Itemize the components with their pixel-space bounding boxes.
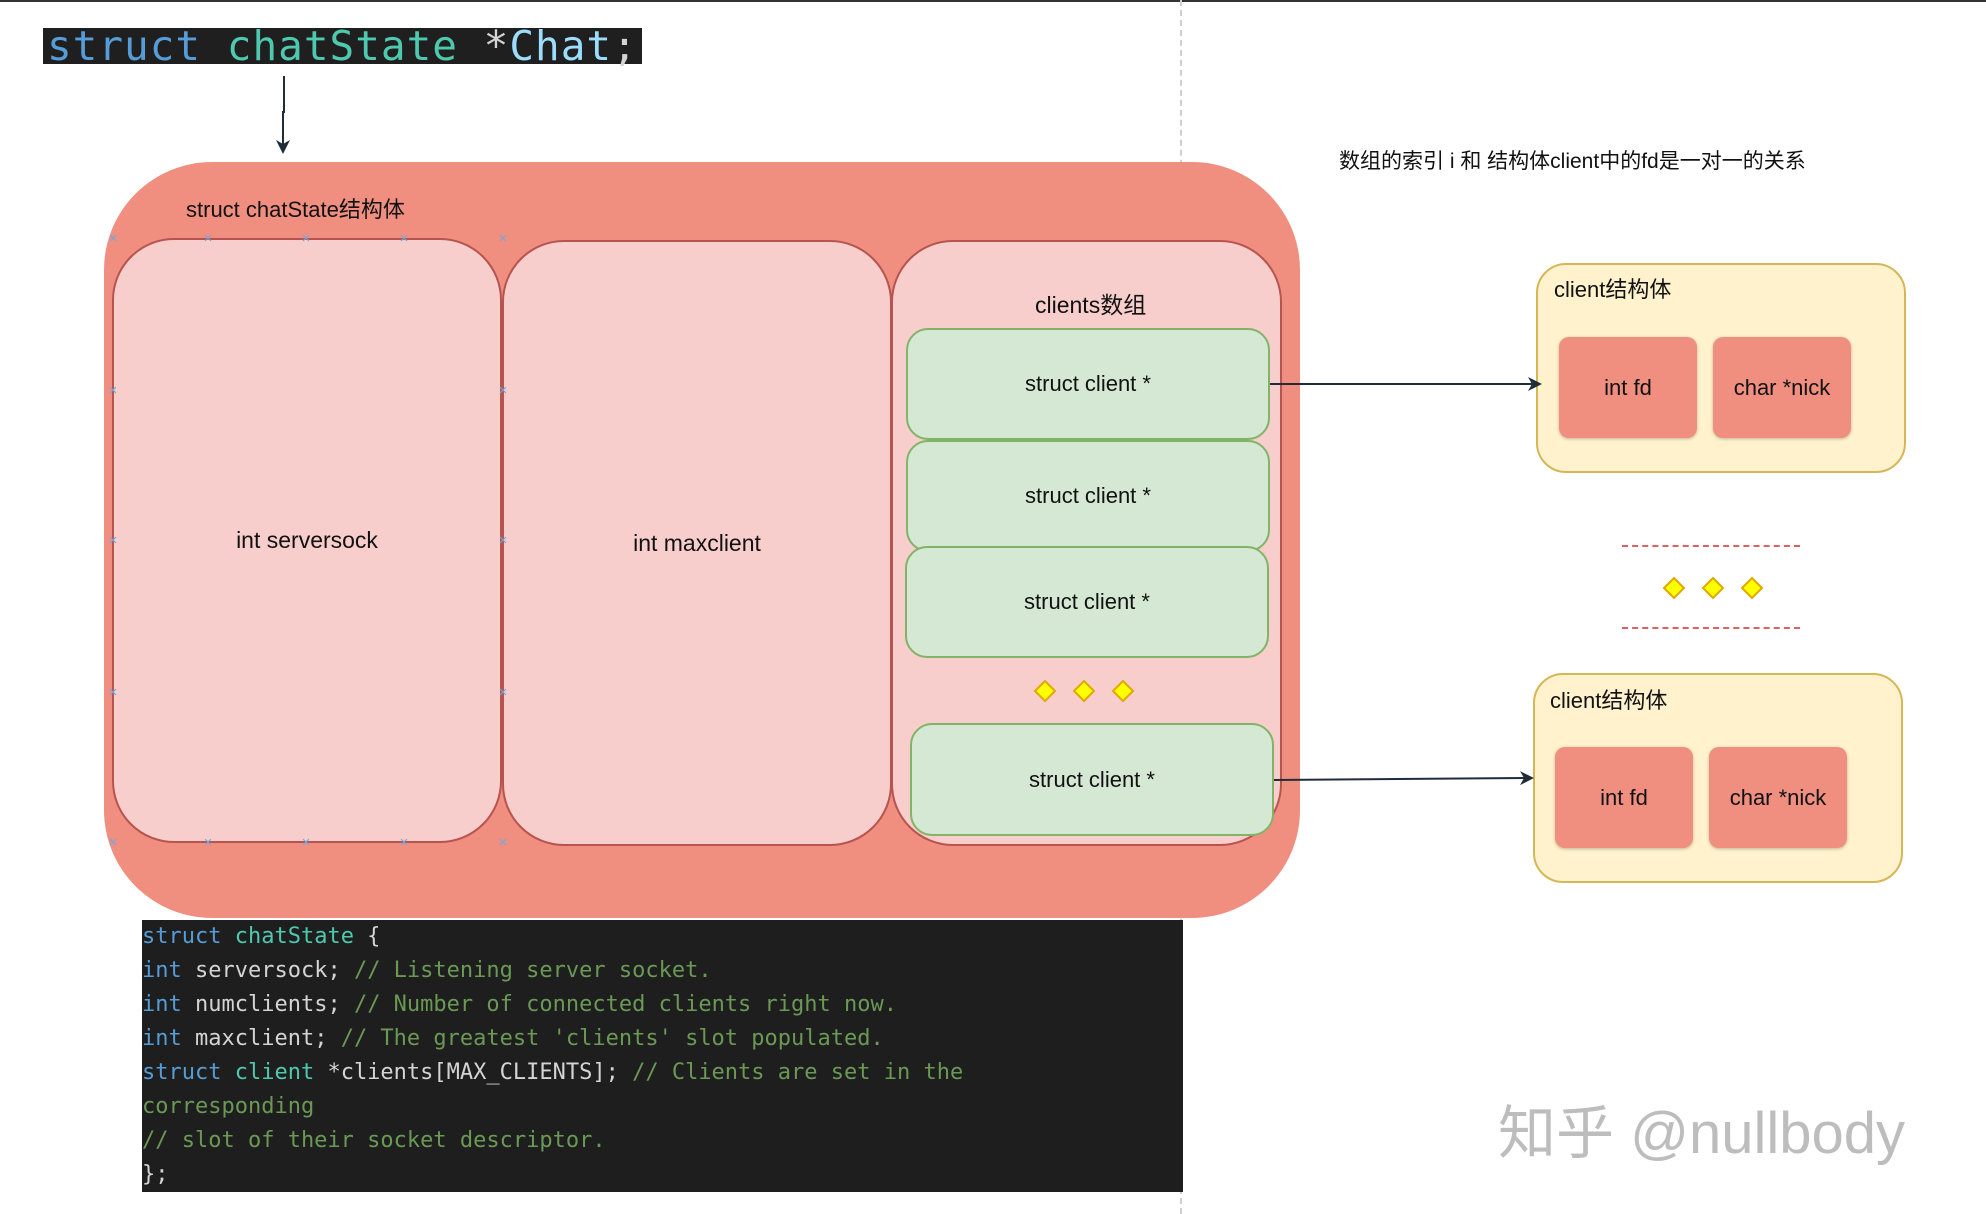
code-semicolon: ; xyxy=(612,22,638,70)
diamond-icon xyxy=(1662,576,1686,600)
client-fd-field: int fd xyxy=(1555,747,1693,848)
client-nick-label: char *nick xyxy=(1733,374,1831,400)
client-pointer-label: struct client * xyxy=(1029,766,1155,792)
client-pointer-label: struct client * xyxy=(1024,589,1150,614)
client-fd-field: int fd xyxy=(1559,337,1697,438)
selection-handle-icon: × xyxy=(498,834,508,851)
diamond-icon xyxy=(1072,679,1096,703)
code-line: corresponding xyxy=(142,1094,315,1119)
maxclient-label: int maxclient xyxy=(633,529,761,556)
chatstate-struct-title: struct chatState结构体 xyxy=(186,197,405,222)
selection-handle-icon: × xyxy=(108,382,118,399)
serversock-label: int serversock xyxy=(236,527,378,553)
client-pointer-slot: struct client * xyxy=(906,440,1270,552)
code-star: * xyxy=(483,22,510,70)
selection-handle-icon: × xyxy=(301,834,311,851)
selection-handle-icon: × xyxy=(498,684,508,701)
code-line: int maxclient; // The greatest 'clients'… xyxy=(142,1026,884,1051)
code-line: int serversock; // Listening server sock… xyxy=(142,958,712,983)
client-pointer-slot: struct client * xyxy=(910,723,1274,836)
chat-pointer-declaration: struct chatState *Chat; xyxy=(43,26,642,67)
selection-handle-icon: × xyxy=(498,382,508,399)
ellipsis-dashed-line xyxy=(1622,627,1800,629)
selection-handle-icon: × xyxy=(301,230,311,247)
client-nick-field: char *nick xyxy=(1709,747,1847,848)
top-border-line xyxy=(0,0,1986,2)
client-nick-label: char *nick xyxy=(1729,784,1827,810)
client-link-arrow xyxy=(1273,771,1534,786)
client-pointer-slot: struct client * xyxy=(905,546,1269,658)
diamond-icon xyxy=(1701,576,1725,600)
selection-handle-icon: × xyxy=(203,834,213,851)
clients-array-label: clients数组 xyxy=(1035,292,1147,318)
client-pointer-label: struct client * xyxy=(1025,483,1151,508)
client-fd-label: int fd xyxy=(1604,374,1652,400)
code-line: int numclients; // Number of connected c… xyxy=(142,992,897,1017)
code-line: }; xyxy=(142,1162,169,1187)
pointer-arrow xyxy=(276,76,290,154)
client-nick-field: char *nick xyxy=(1713,337,1851,438)
selection-handle-icon: × xyxy=(108,230,118,247)
client-fd-label: int fd xyxy=(1600,784,1648,810)
selection-handle-icon: × xyxy=(399,230,409,247)
code-keyword: struct xyxy=(47,22,202,70)
maxclient-field: int maxclient xyxy=(502,240,892,846)
selection-handle-icon: × xyxy=(498,230,508,247)
code-line: struct client *clients[MAX_CLIENTS]; // … xyxy=(142,1060,964,1085)
client-pointer-slot: struct client * xyxy=(906,328,1270,440)
ellipsis-diamond-icons xyxy=(1033,576,1764,703)
chatstate-source-code: struct chatState { int serversock; // Lis… xyxy=(142,920,1183,1192)
index-fd-relation-note: 数组的索引 i 和 结构体client中的fd是一对一的关系 xyxy=(1339,150,1806,173)
selection-handle-icon: × xyxy=(498,532,508,549)
selection-handle-icon: × xyxy=(108,684,118,701)
selection-handle-icon: × xyxy=(108,532,118,549)
client-pointer-label: struct client * xyxy=(1025,371,1151,396)
code-line: // slot of their socket descriptor. xyxy=(142,1128,606,1153)
serversock-field: int serversock xyxy=(112,238,502,843)
selection-handle-icon: × xyxy=(108,834,118,851)
diamond-icon xyxy=(1033,679,1057,703)
code-type: chatState xyxy=(226,22,458,70)
diamond-icon xyxy=(1111,679,1135,703)
selection-handle-icon: × xyxy=(399,834,409,851)
ellipsis-dashed-line xyxy=(1622,545,1800,547)
diamond-icon xyxy=(1740,576,1764,600)
code-line: struct chatState { xyxy=(142,924,381,949)
client-struct-title: client结构体 xyxy=(1554,277,1672,302)
client-struct-title: client结构体 xyxy=(1550,688,1668,713)
selection-handle-icon: × xyxy=(203,230,213,247)
code-variable: Chat xyxy=(509,22,613,70)
watermark: 知乎 @nullbody xyxy=(1498,1101,1906,1166)
